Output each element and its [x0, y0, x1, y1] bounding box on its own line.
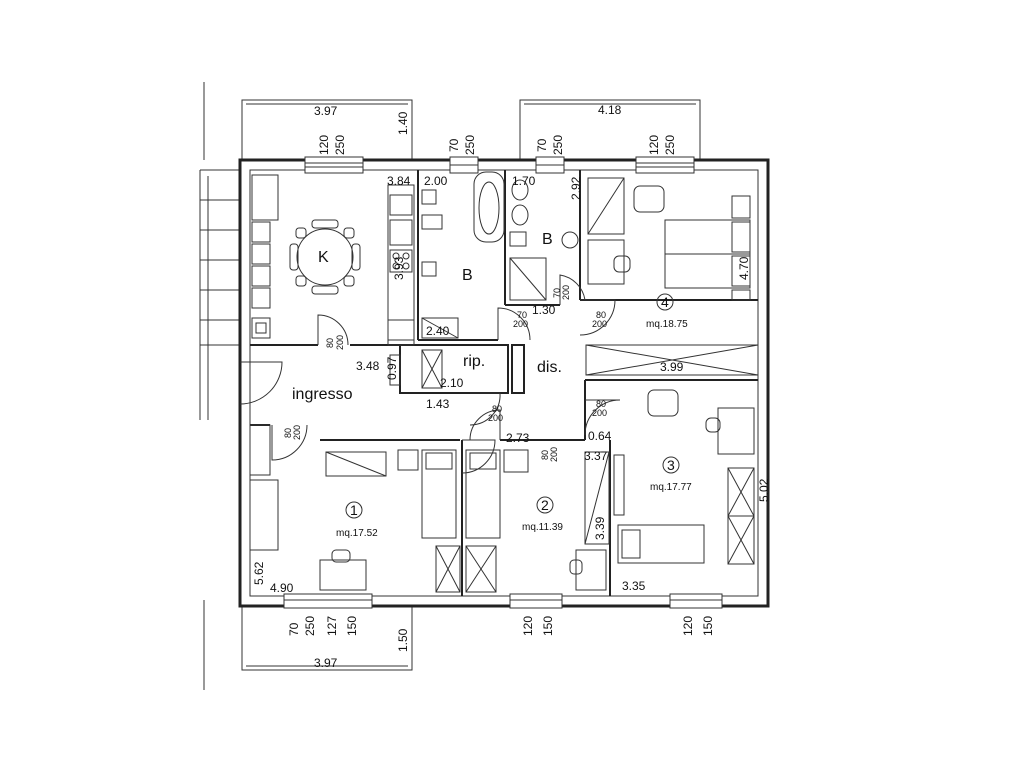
dim-kitchen-depth: 3.93: [392, 256, 406, 280]
room-label-kitchen: K: [318, 249, 329, 266]
bath1-fixtures: [421, 171, 505, 339]
bedroom3-furniture: [613, 389, 755, 565]
interior-walls: [250, 170, 759, 596]
room-area-1: mq.17.52: [336, 528, 378, 539]
room-area-3: mq.17.77: [650, 482, 692, 493]
dim-bath2-depth: 1.30: [532, 303, 556, 317]
stair-lines: [199, 82, 240, 690]
door-storage-a: 80: [492, 404, 502, 414]
dim-bedroom2-depth: 3.39: [593, 516, 607, 540]
door-bedroom4-a: 80: [596, 310, 606, 320]
win-k-top-b: 250: [333, 135, 347, 155]
door-bedroom2-b: 200: [549, 447, 559, 462]
win-r3-bot-b: 150: [701, 616, 715, 636]
door-bedroom2-a: 80: [540, 450, 550, 460]
dim-balcony-top-left-width: 3.97: [314, 104, 338, 118]
room-number-4: 4: [661, 294, 669, 310]
door-storage-b: 200: [488, 413, 503, 423]
door-bath2-a: 70: [552, 288, 562, 298]
door-entrance-a: 80: [283, 428, 293, 438]
doors: [239, 274, 621, 474]
win-r1-bot-a: 70: [287, 622, 301, 636]
door-kitchen-a: 80: [325, 338, 335, 348]
dim-bath1-width: 2.00: [424, 174, 448, 188]
dim-hall-gap: 0.64: [588, 429, 612, 443]
dim-bedroom4-depth: 2.92: [569, 176, 583, 200]
room-label-entrance: ingresso: [292, 386, 353, 403]
windows: [283, 156, 723, 609]
room-number-1: 1: [350, 502, 358, 518]
dim-wardrobe-width: 3.99: [660, 360, 684, 374]
win-r1-bot-c: 127: [325, 616, 339, 636]
dim-balcony-top-right-width: 4.18: [598, 103, 622, 117]
win-r4-top-a: 120: [647, 135, 661, 155]
room-labels: K B B rip. dis. ingresso 1 mq.17.52 2 mq…: [292, 231, 692, 539]
room-area-4: mq.18.75: [646, 319, 688, 330]
dim-balcony-bottom-width: 3.97: [314, 656, 338, 670]
room-label-bath2: B: [542, 231, 553, 248]
door-entrance-b: 200: [292, 425, 302, 440]
win-b2-top-a: 70: [535, 138, 549, 152]
win-r4-top-b: 250: [663, 135, 677, 155]
dim-bath2-width: 1.70: [512, 174, 536, 188]
room-number-2: 2: [541, 497, 549, 513]
bedroom2-furniture: [465, 449, 610, 593]
door-bath1-b: 200: [513, 319, 528, 329]
dim-bedroom3-width: 5.02: [757, 478, 771, 502]
door-bath2-b: 200: [561, 285, 571, 300]
win-r2-bot-a: 120: [521, 616, 535, 636]
dim-bedroom2-width: 3.37: [584, 449, 608, 463]
dim-entrance-depth: 0.97: [385, 356, 399, 380]
bath2-fixtures: [509, 179, 579, 301]
win-r1-bot-d: 150: [345, 616, 359, 636]
kitchen-furniture: [251, 174, 415, 346]
win-r1-bot-b: 250: [303, 616, 317, 636]
dim-balcony-top-left-depth: 1.40: [396, 111, 410, 135]
dim-hall-width: 2.73: [506, 431, 530, 445]
win-k-top-a: 120: [317, 135, 331, 155]
door-bedroom3-b: 200: [592, 408, 607, 418]
win-r2-bot-b: 150: [541, 616, 555, 636]
room-area-2: mq.11.39: [522, 522, 563, 533]
door-bath1-a: 70: [517, 310, 527, 320]
dim-balcony-bottom-depth: 1.50: [396, 628, 410, 652]
room-label-bath1: B: [462, 267, 473, 284]
room-label-hall: dis.: [537, 359, 562, 376]
win-b1-top-a: 70: [447, 138, 461, 152]
door-kitchen-b: 200: [335, 335, 345, 350]
dim-bath1-depth: 2.40: [426, 324, 450, 338]
door-bedroom4-b: 200: [592, 319, 607, 329]
win-b1-top-b: 250: [463, 135, 477, 155]
room-label-storage: rip.: [463, 353, 485, 370]
dim-entrance-width: 3.48: [356, 359, 380, 373]
door-labels: 80 200 80 200 70 200 70 200 80 200 80 20…: [283, 285, 607, 462]
dimension-labels: 3.97 1.40 4.18 3.97 1.50 3.84 3.93 2.00 …: [252, 103, 771, 670]
win-r3-bot-a: 120: [681, 616, 695, 636]
bedroom1-furniture: [249, 424, 461, 593]
dim-kitchen-width: 3.84: [387, 174, 411, 188]
dim-bedroom1-depth: 5.62: [252, 561, 266, 585]
room-number-3: 3: [667, 457, 675, 473]
dim-corridor-width: 1.43: [426, 397, 450, 411]
dim-bedroom1-width: 4.90: [270, 581, 294, 595]
dim-storage-width: 2.10: [440, 376, 464, 390]
dim-bedroom4-width: 4.70: [737, 256, 751, 280]
dim-bedroom3-depth: 3.35: [622, 579, 646, 593]
win-b2-top-b: 250: [551, 135, 565, 155]
storage-fixtures: [389, 349, 443, 389]
bedroom4-furniture: [587, 177, 751, 301]
window-labels: 120 250 70 250 70 250 120 250 70 250 127…: [287, 135, 715, 636]
door-bedroom3-a: 80: [596, 399, 606, 409]
